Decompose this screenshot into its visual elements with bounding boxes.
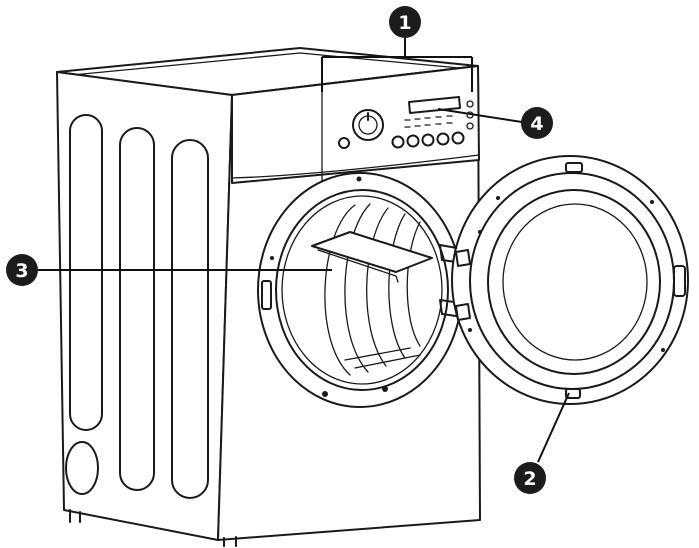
option-button-3[interactable] — [421, 133, 435, 147]
leader-4 — [437, 108, 523, 123]
door-hinge-lower — [455, 303, 471, 321]
door-frame-inner — [275, 189, 449, 391]
callout-2-label: 2 — [523, 468, 536, 490]
side-vent — [65, 441, 99, 495]
side-rib-3 — [171, 139, 209, 499]
power-button[interactable] — [338, 137, 350, 149]
door-hinge-upper — [455, 249, 471, 267]
leader-lines — [38, 38, 570, 463]
option-button-5[interactable] — [451, 131, 465, 145]
display-window — [408, 96, 461, 114]
right-button-1[interactable] — [466, 100, 474, 108]
leader-2 — [537, 392, 570, 463]
foot-left — [69, 509, 81, 523]
callout-1-label: 1 — [398, 12, 411, 34]
door-glass — [487, 189, 661, 375]
door-frame-outer — [257, 172, 463, 408]
control-panel — [231, 65, 480, 184]
latch-striker — [261, 280, 272, 310]
door-bottom-clip — [565, 388, 581, 399]
option-button-4[interactable] — [436, 132, 450, 146]
indicator-lights — [404, 115, 453, 128]
dryer-door[interactable] — [451, 155, 689, 405]
callout-3: 3 — [6, 254, 38, 286]
door-opening — [257, 172, 471, 408]
leader-1 — [321, 38, 473, 92]
foot-front — [223, 536, 237, 547]
callout-1: 1 — [389, 6, 421, 38]
right-button-3[interactable] — [466, 122, 474, 130]
option-button-1[interactable] — [391, 135, 405, 149]
callout-3-label: 3 — [15, 260, 28, 282]
callout-2: 2 — [514, 462, 546, 494]
side-rib-1 — [69, 114, 103, 431]
drum-interior — [324, 203, 421, 376]
side-rib-2 — [119, 127, 155, 491]
cycle-knob[interactable] — [352, 109, 384, 141]
door-top-clip — [565, 162, 583, 173]
callout-4-label: 4 — [530, 113, 543, 135]
door-handle[interactable] — [673, 265, 686, 297]
option-button-2[interactable] — [406, 134, 420, 148]
control-panel-body — [231, 65, 480, 184]
drum-baffle — [311, 231, 433, 273]
callout-4: 4 — [521, 107, 553, 139]
cabinet-left-side — [56, 71, 233, 541]
